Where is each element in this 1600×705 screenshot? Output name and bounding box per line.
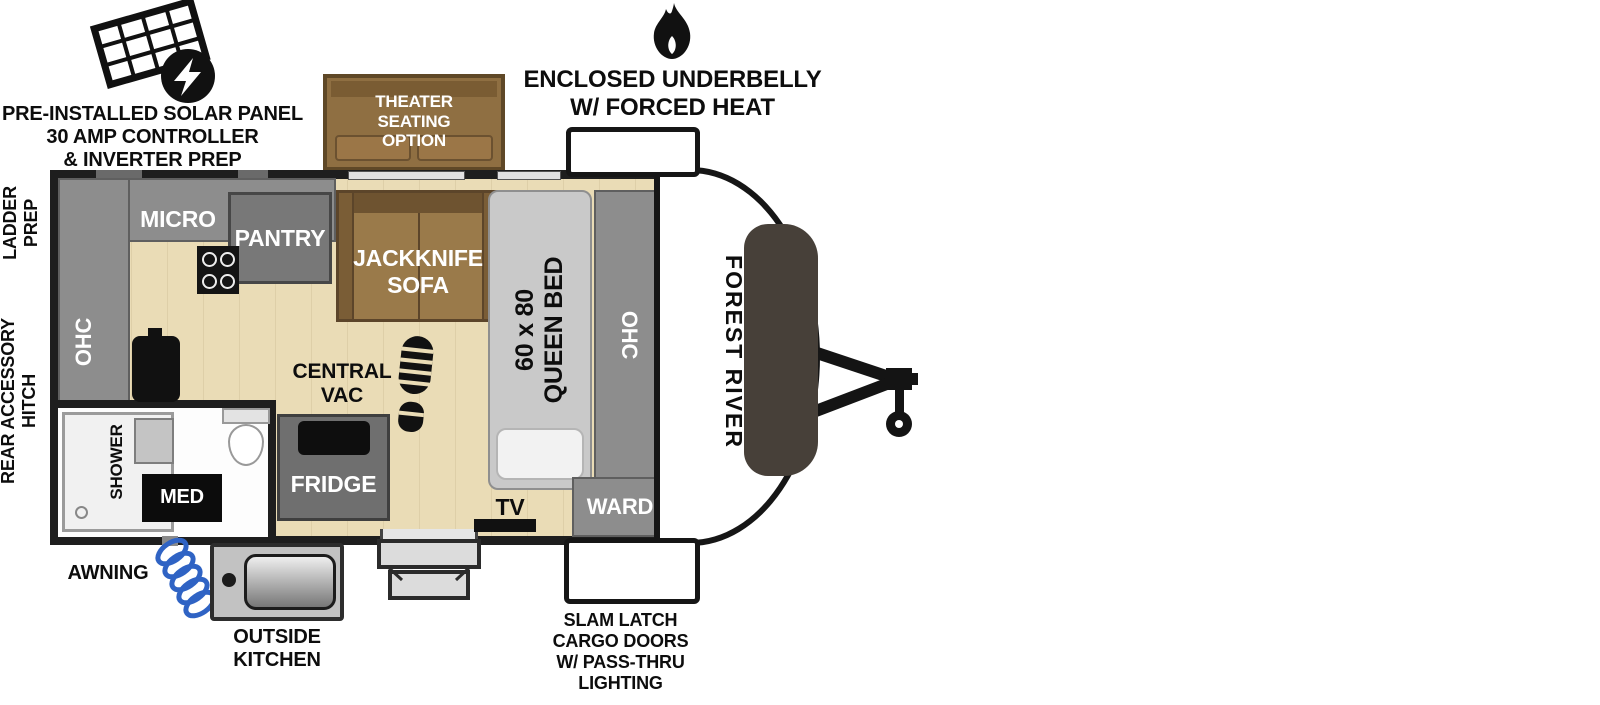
- bathroom-wall-right: [268, 400, 276, 537]
- wardrobe: WARD: [572, 477, 668, 537]
- pantry-text: PANTRY: [234, 224, 326, 251]
- solar-callout: PRE-INSTALLED SOLAR PANEL 30 AMP CONTROL…: [2, 103, 303, 172]
- forced-heat-flame-icon: [653, 3, 691, 59]
- roof-vent: [96, 170, 142, 178]
- shower-fixture: [134, 418, 174, 464]
- brand-label: FOREST RIVER: [721, 255, 747, 449]
- ohc-right-label: OHC: [617, 310, 642, 360]
- underbelly-callout: ENCLOSED UNDERBELLY W/ FORCED HEAT: [523, 66, 822, 121]
- pantry-cabinet: PANTRY: [228, 192, 332, 284]
- shower-drain: [75, 506, 88, 519]
- cargo-door-bottom: [564, 538, 700, 604]
- tv: [474, 519, 536, 532]
- burner: [202, 274, 217, 289]
- sofa-cushion-divider: [418, 213, 420, 319]
- griddle-cylinder: [244, 554, 336, 610]
- front-cap-window: [744, 224, 818, 476]
- island-sink: [298, 421, 370, 455]
- shower-label: SHOWER: [107, 424, 126, 500]
- roof-vent: [238, 170, 268, 178]
- cargo-door-top: [566, 127, 700, 177]
- window: [348, 171, 465, 180]
- theater-seating-box: THEATER SEATING OPTION: [323, 74, 505, 171]
- ohc-left-label: OHC: [71, 317, 96, 367]
- burner: [220, 252, 235, 267]
- pantry-label: PANTRY: [231, 195, 329, 281]
- burner-knob: [222, 573, 236, 587]
- slam-latch-label: SLAM LATCH CARGO DOORS W/ PASS-THRU LIGH…: [552, 610, 689, 693]
- kitchen-counter-left: [58, 178, 130, 406]
- jackknife-sofa: JACKKNIFE SOFA: [336, 190, 500, 322]
- entry-steps: [377, 539, 481, 600]
- kitchen-faucet: [148, 328, 162, 338]
- toilet-bowl: [228, 424, 264, 466]
- theater-seating-label: THEATER SEATING OPTION: [375, 92, 453, 151]
- outside-kitchen-label: OUTSIDE KITCHEN: [233, 626, 321, 672]
- fridge-label: FRIDGE: [290, 471, 377, 497]
- fridge-island: FRIDGE: [277, 414, 390, 521]
- outside-kitchen-unit: [210, 543, 344, 621]
- burner: [220, 274, 235, 289]
- jackknife-sofa-label: JACKKNIFE SOFA: [353, 245, 483, 298]
- bed-pillow: [496, 428, 584, 480]
- window: [497, 171, 561, 180]
- micro-label: MICRO: [140, 206, 216, 232]
- theater-cushion-left: [335, 135, 411, 161]
- burner: [202, 252, 217, 267]
- toilet-tank: [222, 408, 270, 424]
- kitchen-sink: [132, 336, 180, 402]
- tv-label: TV: [495, 494, 525, 520]
- med-label: MED: [160, 486, 204, 509]
- hitch-a-frame: [805, 344, 918, 437]
- queen-bed-label: 60 x 80 QUEEN BED: [511, 256, 568, 404]
- theater-cushion-right: [417, 135, 493, 161]
- cooktop: [197, 246, 239, 294]
- footprint-icon: [397, 336, 434, 433]
- bathroom-wall-top: [58, 400, 276, 408]
- sofa-armrest-left: [339, 193, 354, 319]
- med-cabinet: MED: [142, 474, 222, 522]
- ladder-prep-label: LADDER PREP: [0, 186, 41, 260]
- rear-accessory-hitch-label: REAR ACCESSORY HITCH: [0, 318, 39, 484]
- wardrobe-label: WARD: [586, 494, 654, 520]
- awning-label: AWNING: [67, 562, 149, 584]
- theater-backrest: [331, 81, 497, 97]
- solar-panel-icon: [89, 0, 215, 103]
- central-vac-label: CENTRAL VAC: [292, 360, 392, 408]
- sofa-backrest: [339, 193, 497, 213]
